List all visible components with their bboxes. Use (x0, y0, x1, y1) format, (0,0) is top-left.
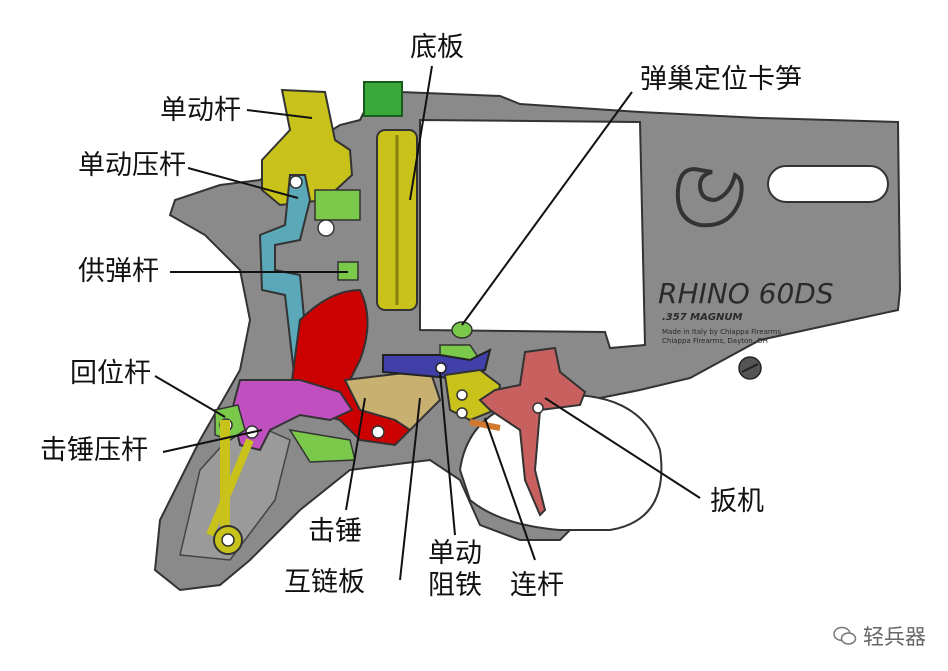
label-connecting-rod: 连杆 (510, 570, 564, 601)
engraving-line2: Chiappa Firearms, Dayton, OH (662, 337, 768, 345)
engraving-model: RHINO 60DS (658, 277, 834, 310)
label-single-action-sear-line1: 单动 (428, 538, 482, 569)
cylinder-stop (451, 321, 473, 339)
label-single-action-lever: 单动杆 (160, 95, 241, 126)
front-green-block (363, 81, 403, 117)
watermark-text: 轻兵器 (863, 625, 926, 649)
label-hammer: 击锤 (308, 516, 362, 547)
single-action-sear (382, 348, 492, 380)
trigger-guard-opening (458, 393, 663, 531)
cylinder-window (419, 118, 647, 350)
label-return-lever: 回位杆 (70, 358, 151, 389)
wechat-icon (833, 626, 857, 645)
label-cylinder-feed-lever: 供弹杆 (78, 256, 159, 287)
leader-lines (154, 65, 701, 581)
connecting-rod (469, 419, 501, 431)
label-cylinder-stop: 弹巢定位卡笋 (640, 64, 802, 95)
label-single-action-press-lever: 单动压杆 (78, 150, 186, 181)
label-trigger: 扳机 (710, 486, 764, 517)
trigger (478, 346, 587, 517)
frame-slot (767, 165, 889, 203)
engraving-caliber: .357 MAGNUM (662, 312, 743, 323)
engraving-line1: Made in Italy by Chiappa Firearms (662, 328, 781, 336)
label-single-action-sear: 单动 阻铁 (428, 538, 482, 603)
label-link-plate: 互链板 (284, 567, 365, 598)
label-single-action-sear-line2: 阻铁 (428, 570, 482, 602)
label-base-plate: 底板 (410, 32, 464, 63)
green-part-top (314, 189, 361, 221)
label-hammer-press-lever: 击锤压杆 (40, 435, 148, 466)
rhino-logo (675, 167, 744, 228)
watermark: 轻兵器 (833, 621, 926, 651)
